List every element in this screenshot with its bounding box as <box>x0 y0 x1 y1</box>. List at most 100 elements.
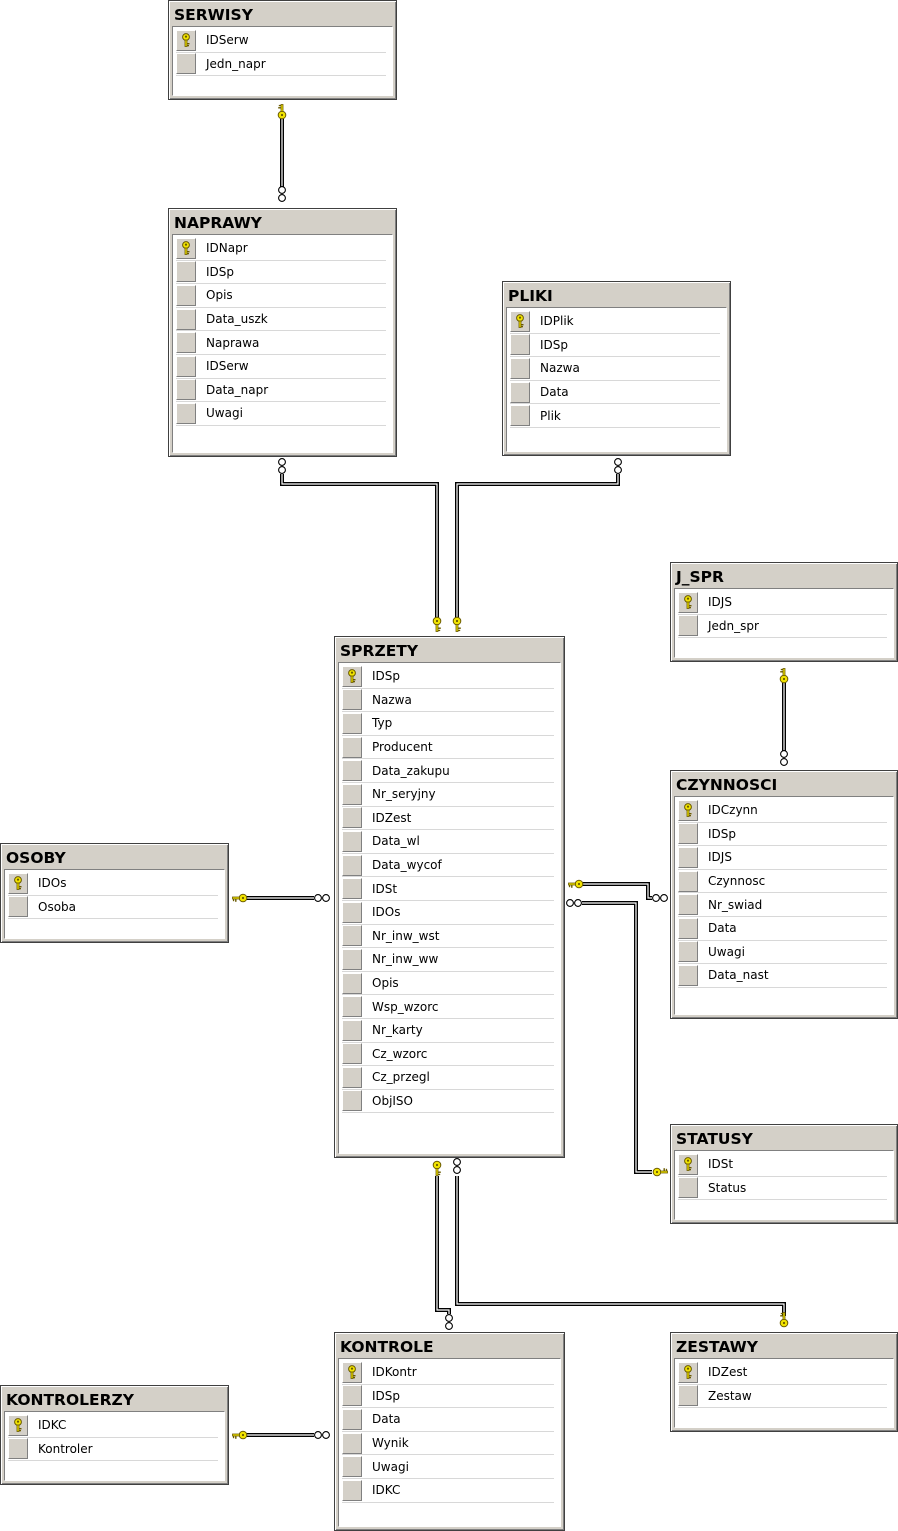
row-selector[interactable] <box>678 1177 698 1199</box>
column-row[interactable]: Producent <box>342 736 554 760</box>
column-row[interactable]: Wsp_wzorc <box>342 995 554 1019</box>
row-selector[interactable] <box>8 1438 28 1460</box>
column-row[interactable]: Data_wycof <box>342 854 554 878</box>
column-row[interactable]: Uwagi <box>678 941 887 965</box>
column-row[interactable]: IDSerw <box>176 29 386 53</box>
row-selector[interactable] <box>510 357 530 379</box>
relationship-serwisy-naprawy[interactable] <box>277 104 287 202</box>
column-row[interactable]: IDOs <box>8 872 218 896</box>
relationship-sprzety-czynnosci[interactable] <box>568 879 668 902</box>
column-row[interactable]: IDSp <box>176 261 386 285</box>
row-selector[interactable] <box>342 712 362 734</box>
primary-key-selector[interactable] <box>678 799 698 821</box>
relationship-sprzety-pliki[interactable] <box>452 458 622 632</box>
column-row[interactable]: IDSp <box>342 665 554 689</box>
column-row[interactable]: Data_zakupu <box>342 759 554 783</box>
row-selector[interactable] <box>678 615 698 637</box>
row-selector[interactable] <box>678 870 698 892</box>
table-title[interactable]: PLIKI <box>508 287 553 305</box>
column-row[interactable]: Nr_karty <box>342 1019 554 1043</box>
primary-key-selector[interactable] <box>678 591 698 613</box>
row-selector[interactable] <box>176 261 196 283</box>
row-selector[interactable] <box>342 901 362 923</box>
row-selector[interactable] <box>342 1408 362 1430</box>
column-row[interactable]: IDSt <box>342 877 554 901</box>
column-row[interactable]: IDSp <box>678 823 887 847</box>
row-selector[interactable] <box>342 996 362 1018</box>
row-selector[interactable] <box>342 948 362 970</box>
row-selector[interactable] <box>176 402 196 424</box>
table-title[interactable]: SPRZETY <box>340 642 419 660</box>
column-row[interactable]: Data <box>678 917 887 941</box>
row-selector[interactable] <box>510 334 530 356</box>
column-row[interactable]: IDPlik <box>510 310 720 334</box>
row-selector[interactable] <box>342 925 362 947</box>
row-selector[interactable] <box>342 689 362 711</box>
column-row[interactable]: Nr_seryjny <box>342 783 554 807</box>
column-row[interactable]: Nr_inw_wst <box>342 925 554 949</box>
column-row[interactable]: Nr_swiad <box>678 893 887 917</box>
column-row[interactable]: Cz_wzorc <box>342 1043 554 1067</box>
column-row[interactable]: Nazwa <box>510 357 720 381</box>
row-selector[interactable] <box>678 964 698 986</box>
row-selector[interactable] <box>678 823 698 845</box>
primary-key-selector[interactable] <box>342 1361 362 1383</box>
column-row[interactable]: Nazwa <box>342 689 554 713</box>
row-selector[interactable] <box>678 846 698 868</box>
column-row[interactable]: IDSerw <box>176 355 386 379</box>
column-row[interactable]: Zestaw <box>678 1385 887 1409</box>
row-selector[interactable] <box>342 736 362 758</box>
row-selector[interactable] <box>342 1432 362 1454</box>
primary-key-selector[interactable] <box>176 29 196 51</box>
table-title[interactable]: KONTROLE <box>340 1338 434 1356</box>
table-title[interactable]: CZYNNOSCI <box>676 776 778 794</box>
column-row[interactable]: Typ <box>342 712 554 736</box>
column-row[interactable]: Naprawa <box>176 331 386 355</box>
column-row[interactable]: Wynik <box>342 1432 554 1456</box>
column-row[interactable]: IDKC <box>342 1479 554 1503</box>
row-selector[interactable] <box>342 854 362 876</box>
table-title[interactable]: OSOBY <box>6 849 66 867</box>
column-row[interactable]: Osoba <box>8 896 218 920</box>
relationship-statusy-sprzety[interactable] <box>566 899 668 1177</box>
row-selector[interactable] <box>510 381 530 403</box>
table-title[interactable]: ZESTAWY <box>676 1338 758 1356</box>
column-row[interactable]: Data_uszk <box>176 308 386 332</box>
column-row[interactable]: IDZest <box>342 807 554 831</box>
primary-key-selector[interactable] <box>678 1153 698 1175</box>
column-row[interactable]: ObjISO <box>342 1090 554 1114</box>
table-title[interactable]: J_SPR <box>676 568 724 586</box>
column-row[interactable]: IDSp <box>510 334 720 358</box>
table-title[interactable]: KONTROLERZY <box>6 1391 135 1409</box>
column-row[interactable]: Cz_przegl <box>342 1066 554 1090</box>
table-title[interactable]: NAPRAWY <box>174 214 262 232</box>
column-row[interactable]: Czynnosc <box>678 870 887 894</box>
column-row[interactable]: Kontroler <box>8 1438 218 1462</box>
row-selector[interactable] <box>342 972 362 994</box>
row-selector[interactable] <box>176 379 196 401</box>
column-row[interactable]: IDCzynn <box>678 799 887 823</box>
column-row[interactable]: Jedn_napr <box>176 53 386 77</box>
table-title[interactable]: STATUSY <box>676 1130 753 1148</box>
column-row[interactable]: Nr_inw_ww <box>342 948 554 972</box>
relationship-kontrolerzy-kontrole[interactable] <box>232 1430 330 1440</box>
row-selector[interactable] <box>342 1385 362 1407</box>
row-selector[interactable] <box>342 1456 362 1478</box>
column-row[interactable]: Opis <box>176 284 386 308</box>
row-selector[interactable] <box>176 355 196 377</box>
row-selector[interactable] <box>342 1479 362 1501</box>
row-selector[interactable] <box>176 308 196 330</box>
column-row[interactable]: IDNapr <box>176 237 386 261</box>
row-selector[interactable] <box>342 878 362 900</box>
relationship-j-spr-czynnosci[interactable] <box>779 668 789 766</box>
column-row[interactable]: Jedn_spr <box>678 615 887 639</box>
